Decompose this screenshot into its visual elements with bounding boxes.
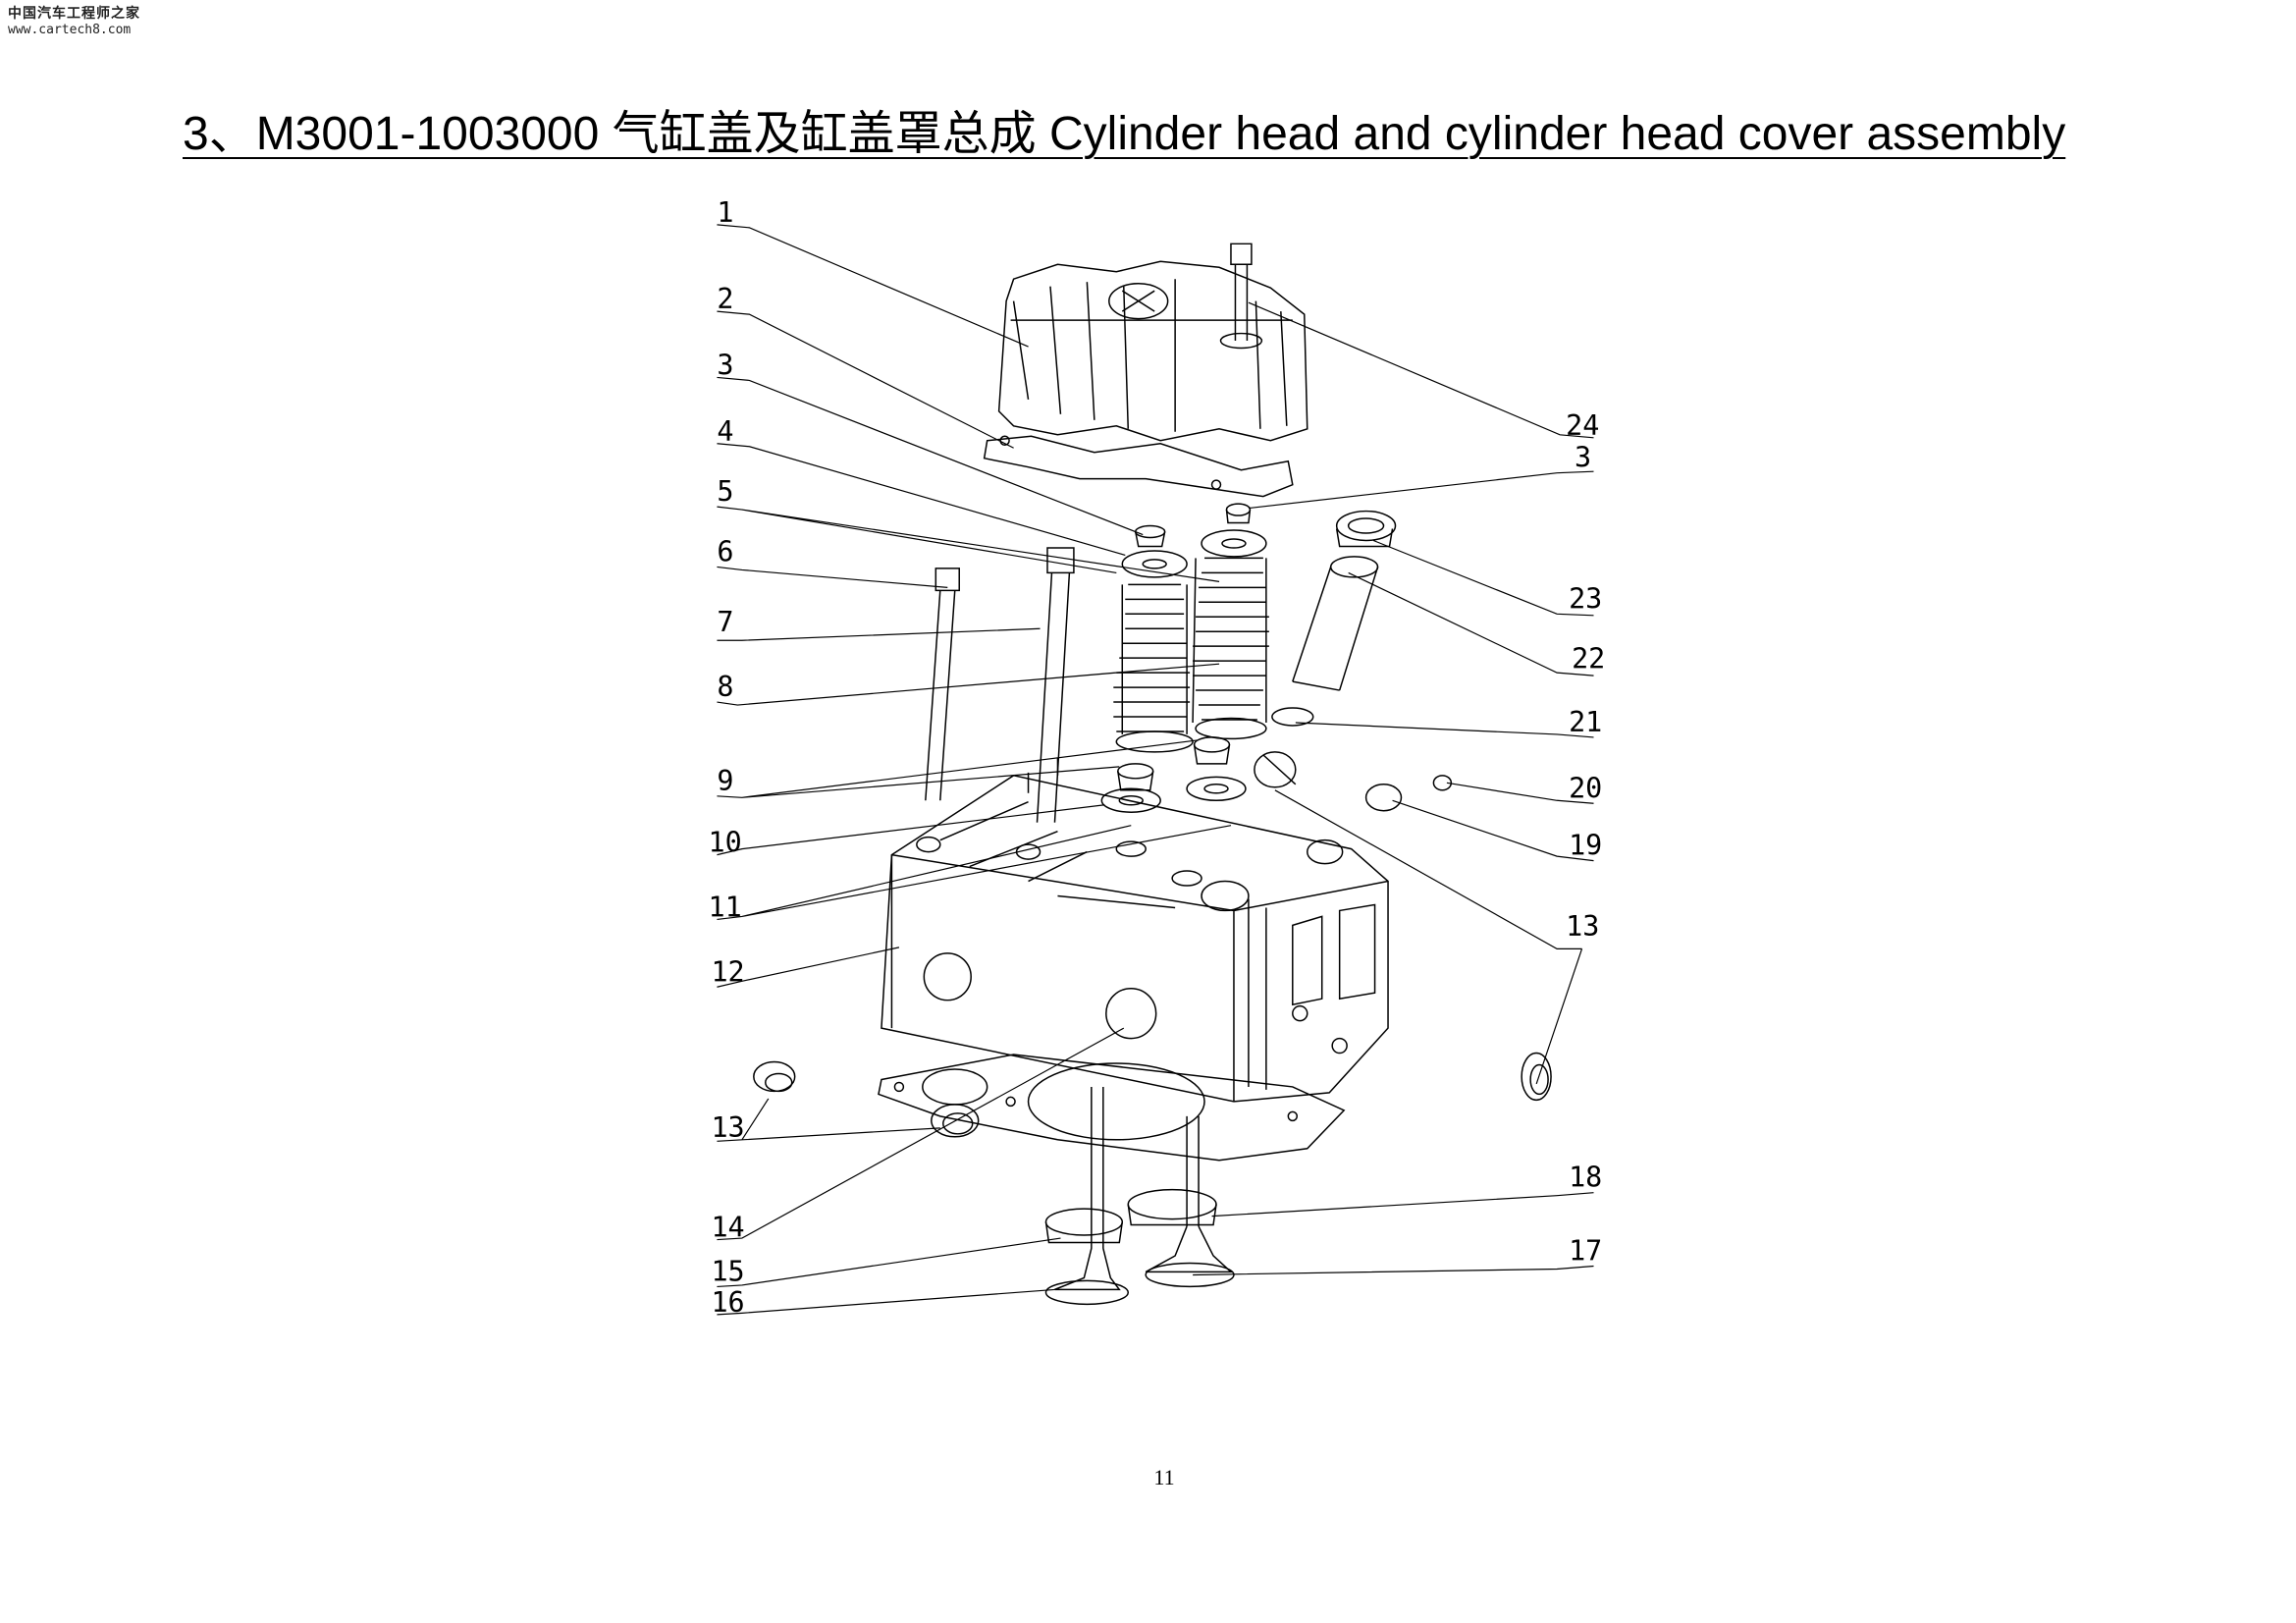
cover-gasket [983,435,1294,498]
callout-1: 1 [717,196,733,229]
callout-3-right: 3 [1575,442,1591,474]
callout-10: 10 [708,827,741,859]
callout-5: 5 [717,475,733,508]
callout-20: 20 [1569,772,1602,804]
head-gasket [878,1054,1346,1162]
page-number: 11 [1153,1465,1175,1489]
callout-24: 24 [1566,409,1599,442]
injector-sleeve [1254,510,1397,788]
cylinder-head-cover [997,260,1308,442]
callout-23: 23 [1569,582,1602,615]
callout-12: 12 [711,955,744,988]
valve-stem-seals [1100,736,1247,813]
callout-11: 11 [708,891,741,923]
valve-retainers [1121,503,1267,578]
callout-6: 6 [717,535,733,568]
valves [1044,1086,1235,1306]
callout-13-right: 13 [1566,910,1599,943]
callout-7: 7 [717,606,733,638]
watermark-url: www.cartech8.com [8,22,132,37]
callout-9: 9 [717,765,733,797]
callout-2: 2 [717,283,733,315]
cylinder-head-block [881,757,1389,1103]
callout-15: 15 [711,1255,744,1287]
callout-19: 19 [1569,830,1602,862]
callout-22: 22 [1572,643,1605,676]
callout-13-left: 13 [711,1111,744,1144]
callout-4: 4 [717,415,733,448]
callout-18: 18 [1569,1162,1602,1194]
callout-21: 21 [1569,706,1602,738]
callout-17: 17 [1569,1235,1602,1268]
page-title: 3、M3001-1003000 气缸盖及缸盖罩总成 Cylinder head … [183,108,2066,160]
callout-16: 16 [711,1286,744,1319]
watermark: 中国汽车工程师之家 www.cartech8.com [8,6,140,37]
callout-14: 14 [711,1212,744,1244]
cover-bolt [1219,243,1263,350]
callout-8: 8 [717,671,733,703]
callout-3: 3 [717,349,733,381]
valve-springs [1113,557,1269,753]
watermark-site-name: 中国汽车工程师之家 [8,6,140,22]
